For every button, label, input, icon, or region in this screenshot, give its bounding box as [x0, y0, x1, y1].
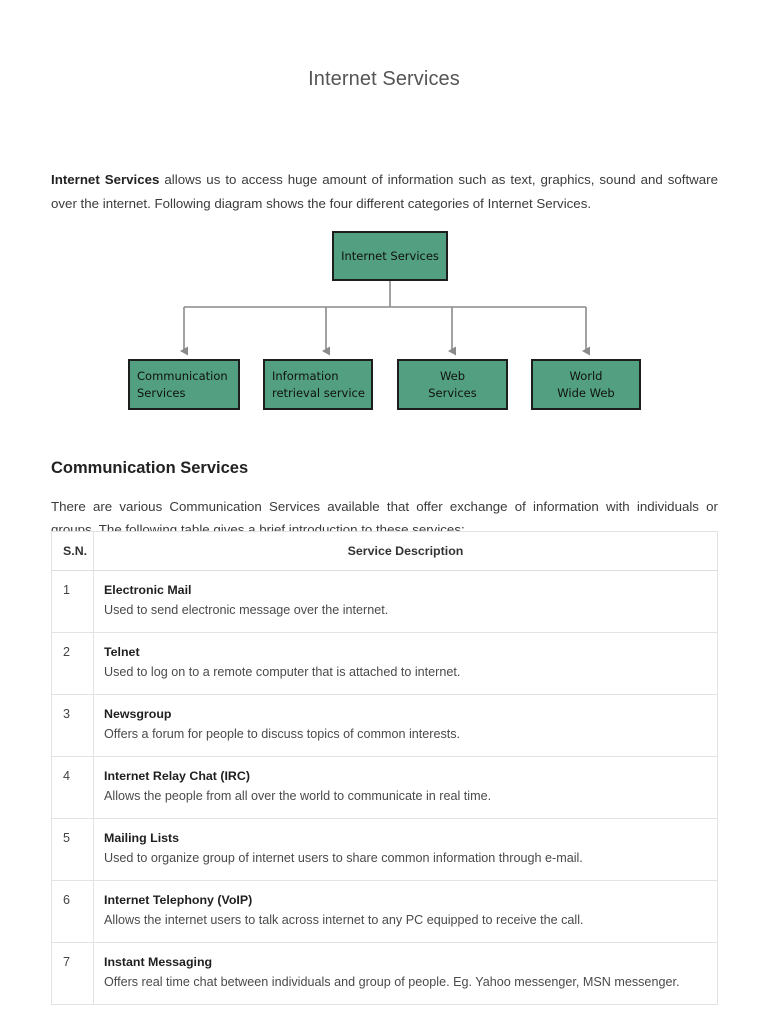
service-description-text: Used to send electronic message over the…: [104, 603, 389, 617]
diagram-connectors: [180, 281, 590, 356]
service-description-text: Allows the people from all over the worl…: [104, 789, 492, 803]
diagram-node-root[interactable]: Internet Services: [332, 231, 448, 281]
diagram-node-line-2: Services: [137, 385, 186, 400]
diagram-node-line-1: Information: [272, 368, 339, 383]
cell-sn: 2: [51, 632, 94, 695]
column-header-service-description: Service Description: [93, 531, 718, 571]
table-row: 7 Instant Messaging Offers real time cha…: [51, 942, 718, 1005]
cell-sn: 4: [51, 756, 94, 819]
service-name: Internet Relay Chat (IRC): [104, 769, 250, 783]
service-description-text: Offers a forum for people to discuss top…: [104, 727, 461, 741]
diagram-node-line-1: Communication: [137, 368, 228, 383]
page-title: Internet Services: [308, 68, 460, 90]
diagram-node-web-services[interactable]: Web Services: [397, 359, 508, 410]
cell-sn: 5: [51, 818, 94, 881]
service-name: Internet Telephony (VoIP): [104, 893, 253, 907]
service-description-text: Used to log on to a remote computer that…: [104, 665, 461, 679]
cell-service-description: Electronic Mail Used to send electronic …: [93, 570, 718, 633]
cell-service-description: Mailing Lists Used to organize group of …: [93, 818, 718, 881]
diagram-node-root-line-1: Internet Services: [341, 248, 439, 263]
service-name: Electronic Mail: [104, 583, 192, 597]
internet-services-diagram: Internet Services Communication Services…: [0, 220, 768, 420]
diagram-node-line-2: retrieval service: [272, 385, 365, 400]
table-header-row: S.N. Service Description: [51, 531, 718, 571]
cell-sn: 6: [51, 880, 94, 943]
cell-service-description: Telnet Used to log on to a remote comput…: [93, 632, 718, 695]
table-row: 5 Mailing Lists Used to organize group o…: [51, 818, 718, 881]
table-body: 1 Electronic Mail Used to send electroni…: [51, 570, 718, 1005]
cell-service-description: Internet Relay Chat (IRC) Allows the peo…: [93, 756, 718, 819]
cell-service-description: Internet Telephony (VoIP) Allows the int…: [93, 880, 718, 943]
diagram-node-line-1: Web: [439, 368, 466, 383]
intro-paragraph: Internet Services allows us to access hu…: [51, 168, 718, 216]
diagram-node-line-2: Services: [428, 385, 477, 400]
cell-sn: 1: [51, 570, 94, 633]
service-description-text: Used to organize group of internet users…: [104, 851, 583, 865]
table-row: 6 Internet Telephony (VoIP) Allows the i…: [51, 880, 718, 943]
intro-body-text: allows us to access huge amount of infor…: [51, 172, 718, 212]
diagram-node-communication-services[interactable]: Communication Services: [128, 359, 240, 410]
service-description-text: Offers real time chat between individual…: [104, 975, 680, 989]
table-head: S.N. Service Description: [51, 531, 718, 571]
cell-service-description: Newsgroup Offers a forum for people to d…: [93, 694, 718, 757]
table-row: 3 Newsgroup Offers a forum for people to…: [51, 694, 718, 757]
service-name: Instant Messaging: [104, 955, 213, 969]
cell-sn: 3: [51, 694, 94, 757]
table-row: 1 Electronic Mail Used to send electroni…: [51, 570, 718, 633]
diagram-node-line-2: Wide Web: [557, 385, 615, 400]
communication-services-table: S.N. Service Description 1 Electronic Ma…: [51, 531, 718, 1005]
intro-lead-term: Internet Services: [51, 172, 160, 188]
cell-sn: 7: [51, 942, 94, 1005]
diagram-node-world-wide-web[interactable]: World Wide Web: [531, 359, 641, 410]
column-header-sn: S.N.: [51, 531, 94, 571]
service-name: Mailing Lists: [104, 831, 180, 845]
table-row: 2 Telnet Used to log on to a remote comp…: [51, 632, 718, 695]
section-heading: Communication Services: [51, 458, 249, 477]
cell-service-description: Instant Messaging Offers real time chat …: [93, 942, 718, 1005]
service-name: Telnet: [104, 645, 140, 659]
service-name: Newsgroup: [104, 707, 172, 721]
service-description-text: Allows the internet users to talk across…: [104, 913, 584, 927]
diagram-node-line-1: World: [569, 368, 603, 383]
table-row: 4 Internet Relay Chat (IRC) Allows the p…: [51, 756, 718, 819]
diagram-node-information-retrieval-service[interactable]: Information retrieval service: [263, 359, 373, 410]
